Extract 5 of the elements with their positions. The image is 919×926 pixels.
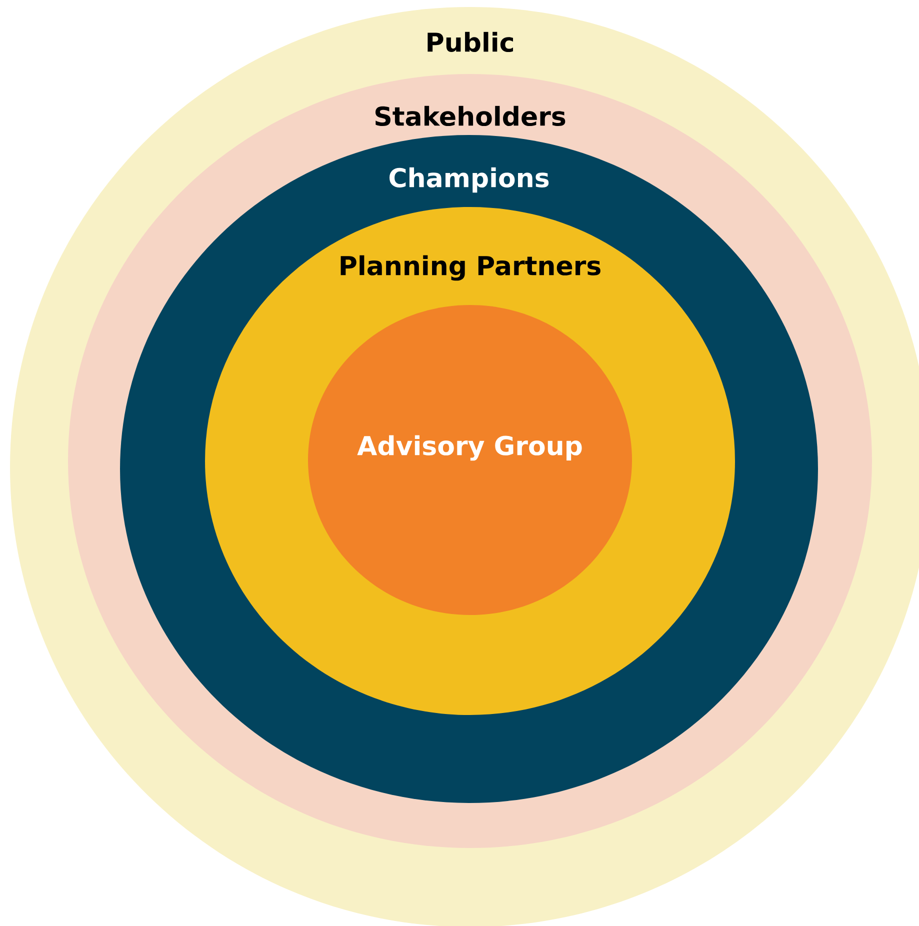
ring-label: Public: [428, 32, 513, 52]
ring-label: Champions: [390, 167, 549, 193]
ring-label: Planning Partners: [340, 255, 600, 281]
ring-label: Advisory Group: [357, 435, 582, 461]
ring-label: Stakeholders: [376, 106, 566, 126]
